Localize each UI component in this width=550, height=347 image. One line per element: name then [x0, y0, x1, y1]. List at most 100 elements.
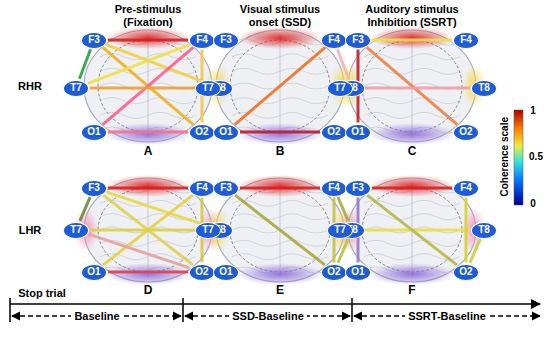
- epoch-label: SSRT-Baseline: [405, 310, 489, 323]
- time-axis: [10, 303, 540, 305]
- electrode-node: T7: [195, 222, 221, 239]
- electrode-node: O2: [321, 124, 347, 141]
- electrode-label: F3: [220, 35, 232, 45]
- electrode-label: F4: [460, 35, 472, 45]
- head-map: [338, 175, 486, 285]
- colorbar-tick: 0.5: [529, 151, 543, 163]
- coherence-line: [89, 234, 190, 268]
- electrode-label: F4: [460, 183, 472, 193]
- panel-letter: E: [276, 284, 284, 298]
- epoch-label: Baseline: [71, 310, 122, 323]
- electrode-label: T7: [70, 225, 82, 235]
- electrode-label: O1: [351, 127, 364, 137]
- electrode-label: T8: [478, 225, 490, 235]
- electrode-label: O2: [459, 267, 472, 277]
- electrode-node: O1: [81, 124, 107, 141]
- electrode-label: T8: [478, 83, 490, 93]
- electrode-label: F3: [352, 183, 364, 193]
- coherence-line: [240, 131, 320, 134]
- electrode-node: O2: [189, 124, 215, 141]
- occipital-glow: [236, 263, 324, 285]
- coherence-line: [80, 197, 90, 221]
- electrode-label: F4: [196, 35, 208, 45]
- epoch-tick: [351, 298, 353, 322]
- electrode-label: O1: [87, 267, 100, 277]
- occipital-glow: [368, 263, 456, 285]
- epoch-label: SSD-Baseline: [229, 310, 307, 323]
- electrode-node: F4: [453, 180, 479, 197]
- inner-dashed-ring: [230, 40, 330, 132]
- column-title: Visual stimulus onset (SSD): [225, 3, 335, 28]
- electrode-node: O1: [213, 264, 239, 281]
- coherence-line: [108, 131, 188, 134]
- electrode-label: O1: [87, 127, 100, 137]
- frontal-glow: [370, 27, 454, 49]
- column-title: Auditory stimulus Inhibition (SSRT): [357, 3, 467, 28]
- electrode-node: T7: [63, 222, 89, 239]
- electrode-node: F4: [453, 32, 479, 49]
- coherence-line: [337, 49, 348, 79]
- head-map: [74, 175, 222, 285]
- electrode-label: T7: [202, 225, 214, 235]
- electrode-label: F3: [220, 183, 232, 193]
- electrode-label: O2: [459, 127, 472, 137]
- electrode-label: T7: [70, 83, 82, 93]
- electrode-node: F4: [321, 180, 347, 197]
- electrode-label: O2: [195, 267, 208, 277]
- coherence-line: [465, 198, 468, 263]
- frontal-glow: [238, 175, 322, 197]
- electrode-label: F3: [88, 35, 100, 45]
- row-label: LHR: [19, 224, 42, 237]
- electrode-node: O2: [453, 124, 479, 141]
- coherence-line: [235, 47, 326, 124]
- electrode-label: F3: [352, 35, 364, 45]
- coherence-line: [103, 47, 194, 124]
- electrode-node: F3: [345, 32, 371, 49]
- epoch-tick: [182, 298, 184, 322]
- colorbar: [514, 110, 523, 205]
- panel-letter: C: [408, 145, 417, 159]
- electrode-node: O2: [189, 264, 215, 281]
- electrode-node: F3: [81, 32, 107, 49]
- frontal-glow: [106, 27, 190, 49]
- electrode-node: F3: [213, 32, 239, 49]
- column-title: Pre-stimulus (Fixation): [98, 3, 198, 28]
- electrode-label: O1: [219, 127, 232, 137]
- electrode-node: F4: [189, 32, 215, 49]
- electrode-label: O2: [327, 127, 340, 137]
- electrode-label: O1: [351, 267, 364, 277]
- electrode-node: T8: [471, 222, 497, 239]
- electrode-label: T7: [334, 225, 346, 235]
- head-map: [338, 27, 486, 145]
- colorbar-tick: 1: [530, 105, 536, 117]
- electrode-node: O1: [81, 264, 107, 281]
- electrode-label: F4: [328, 35, 340, 45]
- electrode-node: O2: [321, 264, 347, 281]
- frontal-glow: [238, 27, 322, 49]
- head-map: [206, 27, 354, 145]
- coherence-line: [372, 187, 452, 190]
- electrode-node: O2: [453, 264, 479, 281]
- electrode-node: F3: [213, 180, 239, 197]
- coherence-line: [79, 49, 90, 79]
- panel-letter: B: [276, 145, 285, 159]
- inner-dashed-ring: [98, 40, 198, 132]
- electrode-node: T7: [195, 80, 221, 97]
- coherence-line: [90, 87, 206, 90]
- coherence-line: [367, 195, 457, 265]
- electrode-label: O2: [327, 267, 340, 277]
- inner-dashed-ring: [362, 40, 462, 132]
- row-label: RHR: [18, 80, 42, 93]
- panel-letter: F: [408, 284, 415, 298]
- electrode-node: T7: [327, 80, 353, 97]
- electrode-node: T7: [327, 222, 353, 239]
- electrode-node: F3: [345, 180, 371, 197]
- electrode-node: T8: [471, 80, 497, 97]
- coherence-line: [108, 187, 188, 190]
- coherence-line: [240, 187, 320, 190]
- electrode-label: O2: [195, 127, 208, 137]
- head-map: [206, 175, 354, 285]
- electrode-label: O1: [219, 267, 232, 277]
- coherence-line: [354, 87, 470, 90]
